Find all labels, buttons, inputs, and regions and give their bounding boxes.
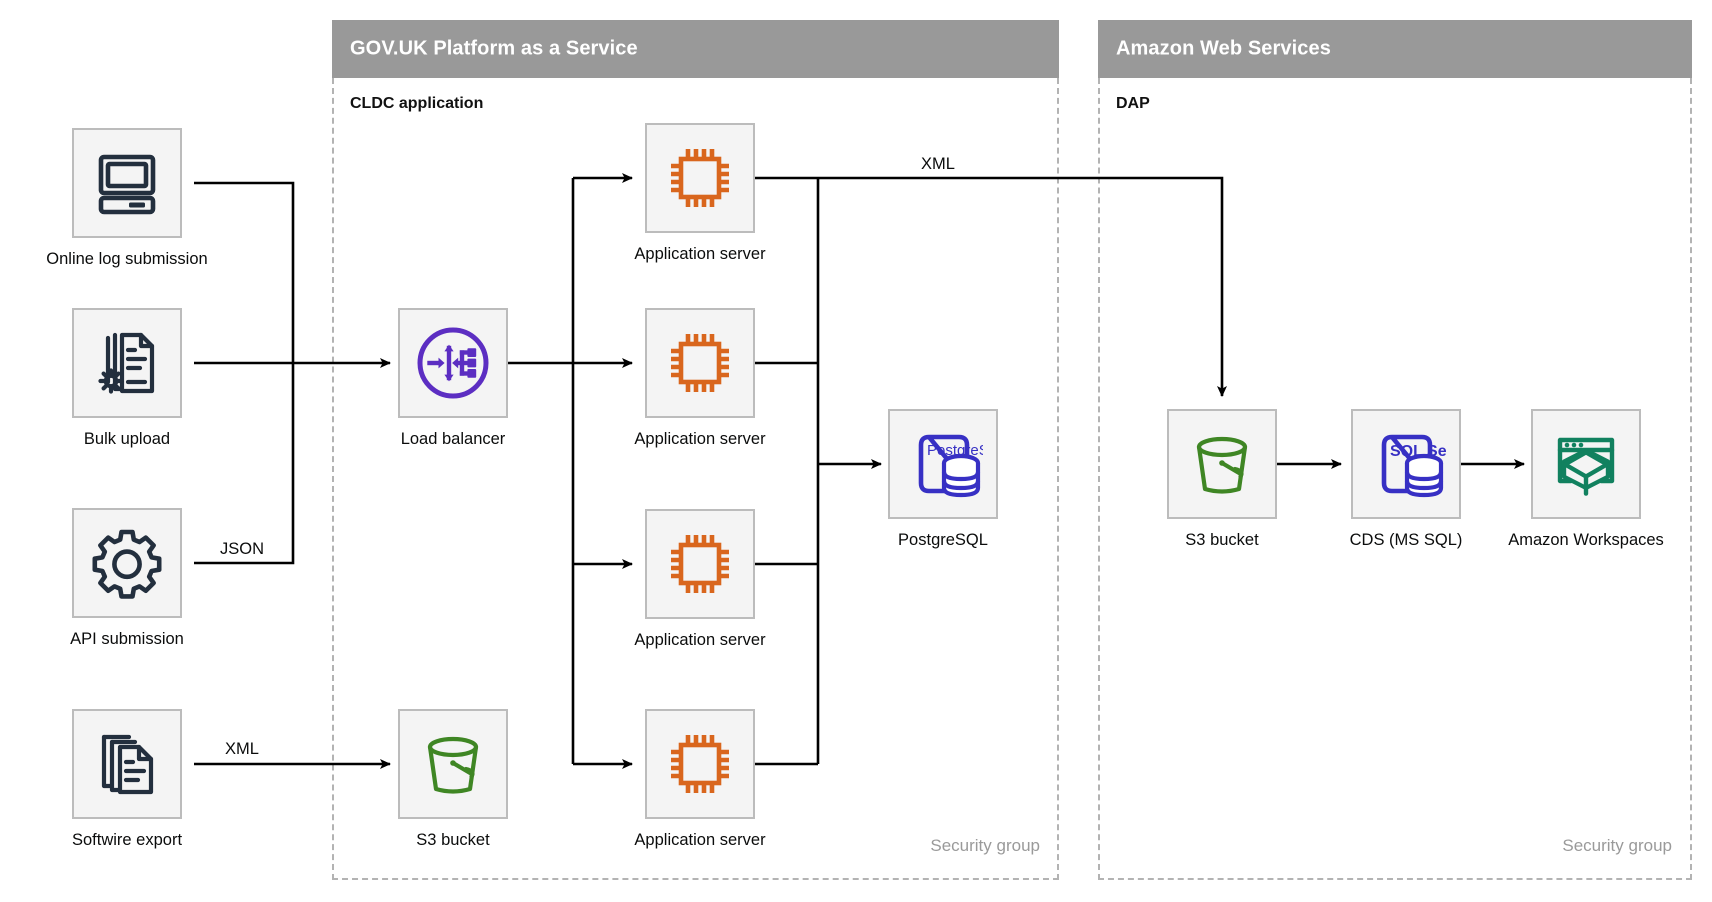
node-application-server-3[interactable]: Application server [634, 509, 766, 649]
node-amazon-workspaces[interactable]: Amazon Workspaces [1508, 409, 1664, 549]
group-title-aws: Amazon Web Services [1116, 37, 1331, 60]
s3-bucket-icon [416, 727, 490, 801]
node-label-online-log-submission: Online log submission [46, 250, 208, 268]
node-s3-bucket-aws[interactable]: S3 bucket [1167, 409, 1277, 549]
amazon-workspaces-icon [1548, 426, 1624, 502]
node-label-application-server-3: Application server [634, 631, 766, 649]
node-label-bulk-upload: Bulk upload [83, 430, 171, 448]
node-label-s3-bucket-paas: S3 bucket [416, 831, 490, 849]
node-load-balancer[interactable]: Load balancer [398, 308, 508, 448]
node-label-cds-ms-sql: CDS (MS SQL) [1349, 531, 1463, 549]
node-online-log-submission[interactable]: Online log submission [46, 128, 208, 268]
node-box-s3-bucket-aws [1167, 409, 1277, 519]
node-box-api-submission [72, 508, 182, 618]
group-body-paas [332, 78, 1059, 880]
node-label-application-server-4: Application server [634, 831, 766, 849]
group-band-aws: Amazon Web Services [1098, 20, 1692, 78]
node-application-server-2[interactable]: Application server [634, 308, 766, 448]
node-box-online-log-submission [72, 128, 182, 238]
node-application-server-1[interactable]: Application server [634, 123, 766, 263]
node-api-submission[interactable]: API submission [70, 508, 184, 648]
group-body-aws [1098, 78, 1692, 880]
node-box-cds-ms-sql: SQL Server [1351, 409, 1461, 519]
node-box-postgresql: PostgreSQL [888, 409, 998, 519]
node-box-load-balancer [398, 308, 508, 418]
node-box-amazon-workspaces [1531, 409, 1641, 519]
sql-server-database-icon: SQL Server [1366, 425, 1446, 503]
desktop-computer-icon [91, 147, 163, 219]
cpu-chip-icon [662, 526, 738, 602]
cpu-chip-icon [662, 726, 738, 802]
node-label-postgresql: PostgreSQL [898, 531, 988, 549]
node-label-amazon-workspaces: Amazon Workspaces [1508, 531, 1664, 549]
node-label-s3-bucket-aws: S3 bucket [1185, 531, 1259, 549]
group-footer-aws-security-group: Security group [1562, 836, 1672, 855]
documents-stack-icon [91, 728, 163, 800]
group-band-paas: GOV.UK Platform as a Service [332, 20, 1059, 78]
node-label-api-submission: API submission [70, 630, 184, 648]
node-box-application-server-2 [645, 308, 755, 418]
edge-label-xml-dap: XML [917, 155, 959, 174]
group-title-paas: GOV.UK Platform as a Service [350, 37, 638, 60]
edge-label-xml-softwire: XML [221, 740, 263, 759]
edge-api-to-bus [194, 363, 295, 565]
node-s3-bucket-paas[interactable]: S3 bucket [398, 709, 508, 849]
node-box-application-server-4 [645, 709, 755, 819]
node-label-softwire-export: Softwire export [71, 831, 183, 849]
node-bulk-upload[interactable]: Bulk upload [72, 308, 182, 448]
node-softwire-export[interactable]: Softwire export [72, 709, 182, 849]
group-subtitle-cldc-application: CLDC application [350, 95, 484, 112]
gear-icon [90, 526, 164, 600]
node-label-load-balancer: Load balancer [400, 430, 506, 448]
edge-online-log-to-bus [194, 181, 295, 363]
group-footer-paas-security-group: Security group [930, 836, 1040, 855]
s3-bucket-icon [1185, 427, 1259, 501]
node-label-application-server-2: Application server [634, 430, 766, 448]
document-gear-icon [91, 327, 163, 399]
group-subtitle-dap: DAP [1116, 95, 1150, 112]
node-label-application-server-1: Application server [634, 245, 766, 263]
cpu-chip-icon [662, 140, 738, 216]
node-box-application-server-3 [645, 509, 755, 619]
postgresql-database-icon: PostgreSQL [903, 425, 983, 503]
node-box-application-server-1 [645, 123, 755, 233]
load-balancer-icon [411, 321, 495, 405]
node-box-s3-bucket-paas [398, 709, 508, 819]
cpu-chip-icon [662, 325, 738, 401]
node-postgresql[interactable]: PostgreSQL PostgreSQL [888, 409, 998, 549]
node-cds-ms-sql[interactable]: SQL Server CDS (MS SQL) [1350, 409, 1462, 549]
edge-label-json: JSON [215, 540, 269, 559]
node-box-softwire-export [72, 709, 182, 819]
node-box-bulk-upload [72, 308, 182, 418]
node-application-server-4[interactable]: Application server [634, 709, 766, 849]
